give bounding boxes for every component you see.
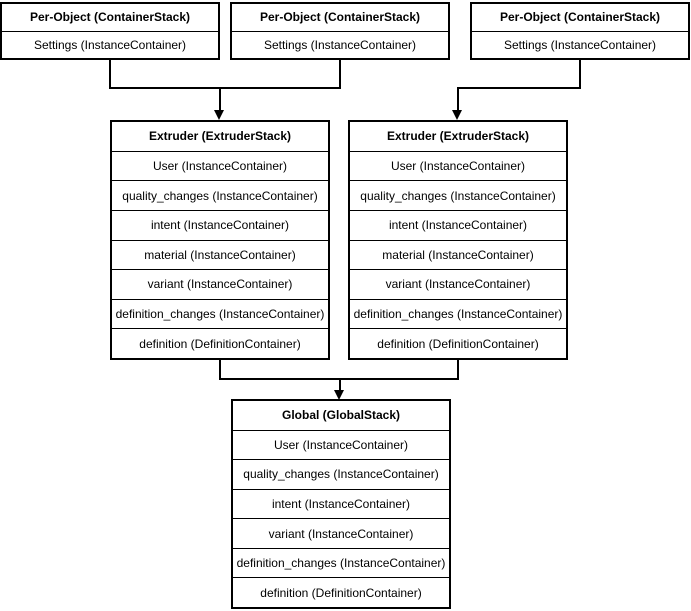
per-object-stack-3-row-settings: Settings (InstanceContainer) xyxy=(472,30,688,59)
extruder-stack-1-row-material: material (InstanceContainer) xyxy=(112,239,328,270)
extruder-stack-2-title: Extruder (ExtruderStack) xyxy=(386,129,530,144)
connector-into-extruder-1-stem xyxy=(219,87,221,111)
global-stack-row-user: User (InstanceContainer) xyxy=(233,429,449,460)
extruder-stack-1-row-variant: variant (InstanceContainer) xyxy=(112,269,328,299)
per-object-stack-1: Per-Object (ContainerStack) Settings (In… xyxy=(0,2,220,60)
extruder-stack-2: Extruder (ExtruderStack) User (InstanceC… xyxy=(348,120,568,360)
global-stack-row-quality-changes: quality_changes (InstanceContainer) xyxy=(233,459,449,489)
global-stack-title: Global (GlobalStack) xyxy=(281,408,401,423)
per-object-stack-2-row-settings: Settings (InstanceContainer) xyxy=(232,30,448,59)
extruder-stack-1: Extruder (ExtruderStack) User (InstanceC… xyxy=(110,120,330,360)
connector-into-extruder-2-stem xyxy=(457,87,459,111)
arrow-down-icon-global xyxy=(334,390,344,400)
extruder-stack-1-row-user: User (InstanceContainer) xyxy=(112,150,328,181)
extruder-stack-2-row-definition-changes: definition_changes (InstanceContainer) xyxy=(350,298,566,329)
extruder-stack-2-row-user: User (InstanceContainer) xyxy=(350,150,566,181)
per-object-stack-3: Per-Object (ContainerStack) Settings (In… xyxy=(470,2,690,60)
extruder-stack-1-title: Extruder (ExtruderStack) xyxy=(148,129,292,144)
connector-po2-down xyxy=(339,59,341,89)
global-stack-row-definition-changes: definition_changes (InstanceContainer) xyxy=(233,547,449,578)
per-object-stack-2-title: Per-Object (ContainerStack) xyxy=(259,10,421,25)
connector-extruder-1-down xyxy=(219,359,221,380)
extruder-stack-2-row-quality-changes: quality_changes (InstanceContainer) xyxy=(350,180,566,210)
extruder-stack-1-row-quality-changes: quality_changes (InstanceContainer) xyxy=(112,180,328,210)
per-object-stack-1-row-settings: Settings (InstanceContainer) xyxy=(2,30,218,59)
per-object-stack-2: Per-Object (ContainerStack) Settings (In… xyxy=(230,2,450,60)
per-object-stack-3-title: Per-Object (ContainerStack) xyxy=(499,10,661,25)
global-stack-row-definition: definition (DefinitionContainer) xyxy=(233,577,449,607)
per-object-stack-1-title: Per-Object (ContainerStack) xyxy=(29,10,191,25)
global-stack: Global (GlobalStack) User (InstanceConta… xyxy=(231,399,451,609)
connector-po12-horizontal xyxy=(109,87,341,89)
global-stack-row-variant: variant (InstanceContainer) xyxy=(233,518,449,548)
extruder-stack-2-row-material: material (InstanceContainer) xyxy=(350,239,566,270)
extruder-stack-2-row-variant: variant (InstanceContainer) xyxy=(350,269,566,299)
extruder-stack-2-row-intent: intent (InstanceContainer) xyxy=(350,209,566,240)
connector-po1-down xyxy=(109,59,111,89)
global-stack-row-intent: intent (InstanceContainer) xyxy=(233,488,449,519)
connector-po3-horizontal xyxy=(457,87,581,89)
arrow-down-icon-extruder-2 xyxy=(452,110,462,120)
extruder-stack-1-row-definition: definition (DefinitionContainer) xyxy=(112,328,328,358)
connector-extruder-2-down xyxy=(457,359,459,380)
connector-into-global-stem xyxy=(339,378,341,391)
extruder-stack-2-row-definition: definition (DefinitionContainer) xyxy=(350,328,566,358)
extruder-stack-1-row-definition-changes: definition_changes (InstanceContainer) xyxy=(112,298,328,329)
connector-po3-down xyxy=(579,59,581,89)
extruder-stack-1-row-intent: intent (InstanceContainer) xyxy=(112,209,328,240)
arrow-down-icon-extruder-1 xyxy=(214,110,224,120)
